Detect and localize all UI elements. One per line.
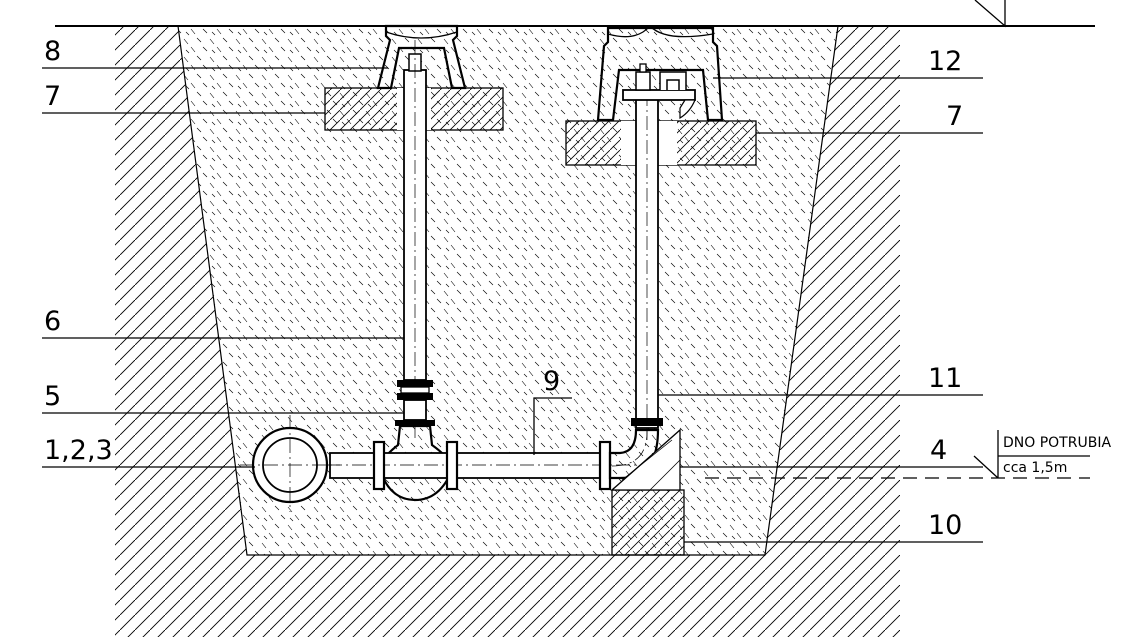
callout-9: 9 — [543, 366, 560, 397]
hydrant-box-cap-right — [596, 25, 724, 122]
callout-5: 5 — [44, 381, 61, 412]
callout-6: 6 — [44, 306, 61, 337]
callout-1-2-3: 1,2,3 — [44, 435, 113, 466]
callout-7-left: 7 — [44, 81, 61, 112]
level-marker — [974, 0, 1006, 28]
support-block — [611, 489, 685, 556]
flange-joints — [372, 440, 612, 491]
concrete-pad-right — [565, 120, 757, 166]
callout-8: 8 — [44, 36, 61, 67]
leader-lines — [42, 67, 983, 543]
branch-pipe — [280, 452, 640, 479]
hydrant-head — [622, 63, 696, 120]
bend-support — [610, 428, 681, 491]
main-pipe-section — [240, 415, 340, 512]
callout-7-right: 7 — [946, 101, 963, 132]
callout-10: 10 — [928, 510, 962, 541]
depth-value-label: cca 1,5m — [1003, 460, 1067, 476]
valve-stem-pipe — [403, 40, 427, 440]
callout-11: 11 — [928, 363, 962, 394]
callout-12: 12 — [928, 46, 962, 77]
surrounding-soil — [115, 26, 900, 637]
stem-coupling — [397, 380, 433, 421]
depth-annotation: DNO POTRUBIA cca 1,5m — [973, 430, 1111, 479]
callout-4: 4 — [930, 435, 947, 466]
pipe-bottom-label: DNO POTRUBIA — [1003, 435, 1111, 451]
valve-box-cap-left — [376, 24, 467, 90]
